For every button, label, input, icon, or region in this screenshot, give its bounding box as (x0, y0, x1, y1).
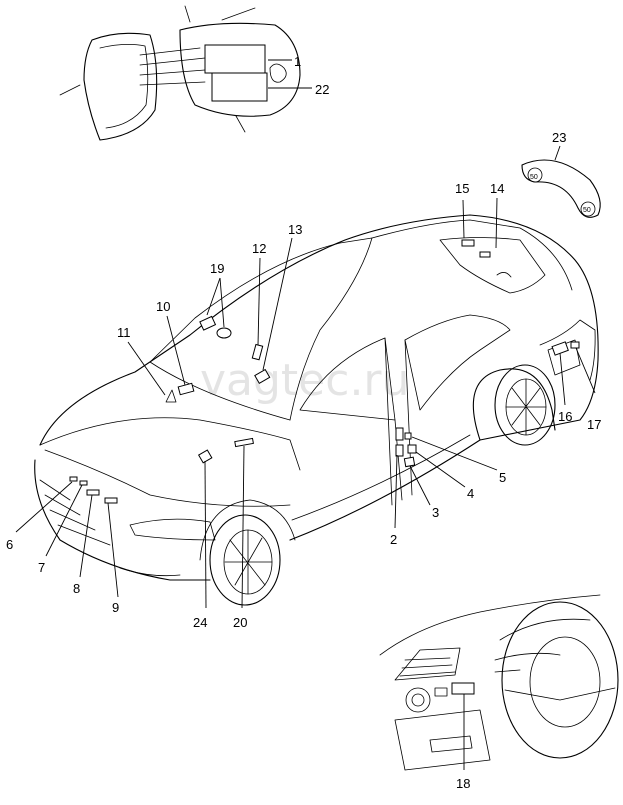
label-22-shape (211, 72, 268, 102)
callout-10: 10 (156, 299, 170, 314)
callouts: 1 22 23 15 14 12 13 19 10 11 6 7 8 9 24 … (6, 54, 601, 791)
callout-8: 8 (73, 581, 80, 596)
callout-6: 6 (6, 537, 13, 552)
callout-11: 11 (117, 325, 131, 340)
callout-23: 23 (552, 130, 566, 145)
callout-13: 13 (288, 222, 302, 237)
car-labels (69, 239, 580, 504)
plaque-text-left: 50 (530, 174, 538, 181)
callout-14: 14 (490, 181, 504, 196)
callout-12: 12 (252, 241, 266, 256)
plaque-text-right: 50 (583, 207, 591, 214)
callout-7: 7 (38, 560, 45, 575)
dashboard-inset (379, 594, 619, 771)
label-1-shape (204, 44, 266, 74)
callout-17: 17 (587, 417, 601, 432)
callout-9: 9 (112, 600, 119, 615)
callout-22: 22 (315, 82, 329, 97)
car-body (34, 214, 599, 606)
callout-19: 19 (210, 261, 224, 276)
callout-2: 2 (390, 532, 397, 547)
leader-lines (15, 197, 596, 609)
callout-20: 20 (233, 615, 247, 630)
callout-15: 15 (455, 181, 469, 196)
callout-18: 18 (456, 776, 470, 791)
callout-4: 4 (467, 486, 474, 501)
callout-3: 3 (432, 505, 439, 520)
plaque-23: 50 50 (521, 145, 601, 218)
callout-1: 1 (294, 54, 301, 69)
label-18-shape (451, 682, 475, 695)
watermark: vagtec.ru (200, 355, 409, 406)
callout-16: 16 (558, 409, 572, 424)
fuel-flap-inset (59, 5, 312, 141)
callout-5: 5 (499, 470, 506, 485)
callout-24: 24 (193, 615, 207, 630)
